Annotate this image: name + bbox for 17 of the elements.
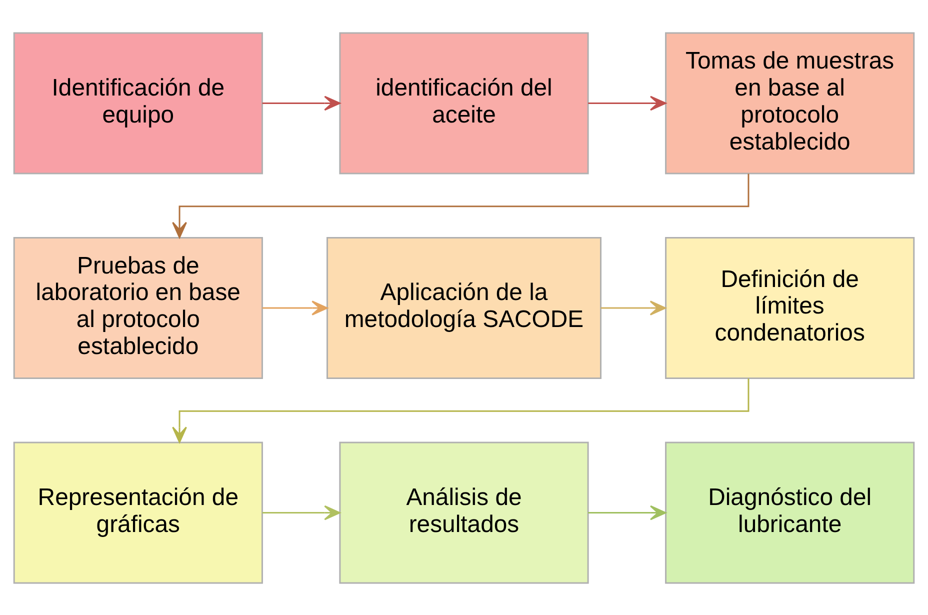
arrow	[262, 95, 340, 110]
arrow	[172, 173, 750, 238]
node-box: Análisis de resultados	[339, 441, 589, 584]
arrow	[588, 95, 666, 110]
arrow	[588, 504, 666, 520]
node-box: Tomas de muestras en base al protocolo establecido	[665, 32, 915, 174]
node-box: Representación de gráficas	[13, 441, 263, 584]
arrow	[262, 300, 328, 315]
node-box: identificación del aceite	[339, 32, 589, 174]
node-box: Aplicación de la metodología SACODE	[326, 236, 602, 378]
node-box: Identificación de equipo	[13, 32, 263, 174]
arrow	[172, 378, 750, 442]
arrow	[600, 300, 666, 315]
node-box: Definición de límites condenatorios	[665, 236, 915, 378]
node-box: Diagnóstico del lubricante	[665, 441, 915, 584]
node-box: Pruebas de laboratorio en base al protocolo establecido	[13, 236, 263, 378]
arrow	[262, 504, 340, 520]
